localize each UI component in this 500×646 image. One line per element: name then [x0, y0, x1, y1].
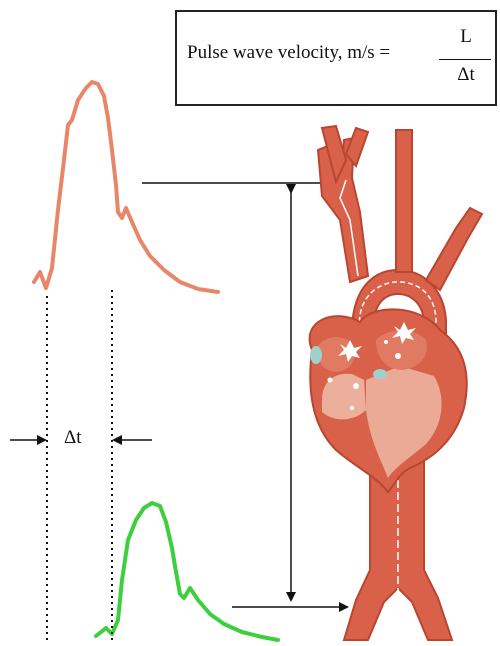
heart-anatomy-icon — [310, 309, 467, 492]
distal-pulse-wave — [96, 503, 278, 640]
proximal-pulse-wave — [34, 82, 218, 292]
delta-t-label: Δt — [64, 427, 82, 449]
